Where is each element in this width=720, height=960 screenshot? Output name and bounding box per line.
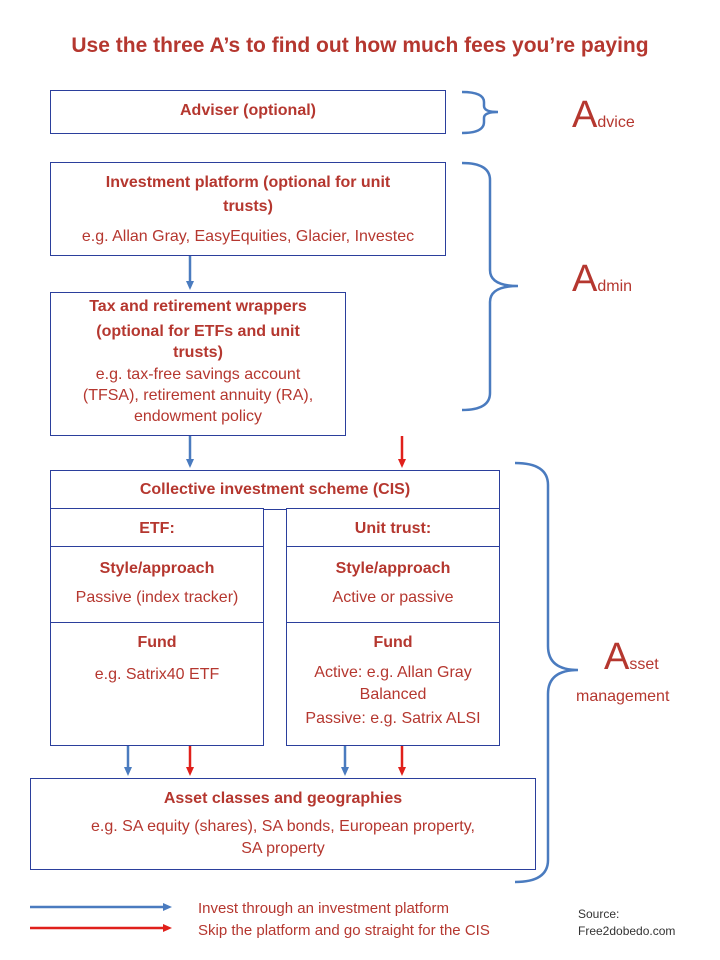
unit-trust-style-value: Active or passive bbox=[332, 589, 454, 606]
wrappers-example-line2: (TFSA), retirement annuity (RA), bbox=[82, 387, 314, 404]
unit-trust-fund-line2: Balanced bbox=[359, 686, 427, 703]
label-admin: Admin bbox=[572, 258, 632, 301]
label-asset-rest: sset bbox=[629, 656, 659, 673]
label-advice-rest: dvice bbox=[597, 114, 635, 131]
label-asset-line2: management bbox=[576, 688, 670, 705]
cis-label: Collective investment scheme (CIS) bbox=[139, 481, 411, 498]
etf-fund-value: e.g. Satrix40 ETF bbox=[94, 666, 220, 683]
wrappers-title-line1: Tax and retirement wrappers bbox=[89, 298, 307, 315]
label-asset: Asset bbox=[604, 636, 659, 679]
etf-fund-title: Fund bbox=[137, 634, 177, 651]
brace-asset-management bbox=[514, 461, 579, 884]
legend-red-text: Skip the platform and go straight for th… bbox=[198, 922, 490, 939]
legend-blue-text: Invest through an investment platform bbox=[198, 900, 449, 917]
source-line2: Free2dobedo.com bbox=[578, 924, 676, 938]
asset-classes-box: Asset classes and geographies e.g. SA eq… bbox=[30, 778, 536, 870]
wrappers-box: Tax and retirement wrappers (optional fo… bbox=[50, 292, 346, 436]
label-asset-cap: A bbox=[604, 636, 630, 678]
cis-box: Collective investment scheme (CIS) bbox=[50, 470, 500, 510]
source-line1: Source: bbox=[578, 907, 620, 921]
adviser-label: Adviser (optional) bbox=[179, 102, 316, 119]
unit-trust-style-box: Style/approach Active or passive bbox=[286, 546, 500, 624]
platform-examples: e.g. Allan Gray, EasyEquities, Glacier, … bbox=[81, 228, 415, 245]
unit-trust-style-title: Style/approach bbox=[335, 560, 451, 577]
platform-box: Investment platform (optional for unit t… bbox=[50, 162, 446, 256]
wrappers-example-line1: e.g. tax-free savings account bbox=[95, 366, 301, 383]
etf-fund-box: Fund e.g. Satrix40 ETF bbox=[50, 622, 264, 746]
unit-trust-fund-title: Fund bbox=[373, 634, 413, 651]
platform-title-line1: Investment platform (optional for unit bbox=[105, 174, 391, 191]
wrappers-title-line2: (optional for ETFs and unit bbox=[96, 323, 300, 340]
wrappers-example-line3: endowment policy bbox=[133, 408, 263, 425]
brace-advice bbox=[461, 90, 499, 135]
label-admin-cap: A bbox=[572, 258, 598, 300]
brace-admin bbox=[461, 161, 519, 412]
wrappers-title-line3: trusts) bbox=[173, 344, 223, 361]
etf-style-title: Style/approach bbox=[99, 560, 215, 577]
label-admin-rest: dmin bbox=[597, 278, 633, 295]
asset-classes-title: Asset classes and geographies bbox=[163, 790, 403, 807]
unit-trust-fund-line3: Passive: e.g. Satrix ALSI bbox=[305, 710, 481, 727]
label-asset-management: management bbox=[576, 688, 669, 706]
adviser-box: Adviser (optional) bbox=[50, 90, 446, 134]
asset-classes-line2: SA property bbox=[241, 840, 325, 857]
unit-trust-header: Unit trust: bbox=[354, 520, 432, 537]
platform-title-line2: trusts) bbox=[223, 198, 273, 215]
diagram-title: Use the three A’s to find out how much f… bbox=[71, 34, 649, 57]
etf-header: ETF: bbox=[139, 520, 175, 537]
label-advice-cap: A bbox=[572, 94, 598, 136]
label-advice: Advice bbox=[572, 94, 635, 137]
unit-trust-header-box: Unit trust: bbox=[286, 508, 500, 548]
etf-style-value: Passive (index tracker) bbox=[75, 589, 239, 606]
asset-classes-line1: e.g. SA equity (shares), SA bonds, Europ… bbox=[91, 818, 475, 835]
unit-trust-fund-line1: Active: e.g. Allan Gray bbox=[314, 664, 472, 681]
unit-trust-fund-box: Fund Active: e.g. Allan Gray Balanced Pa… bbox=[286, 622, 500, 746]
etf-style-box: Style/approach Passive (index tracker) bbox=[50, 546, 264, 624]
